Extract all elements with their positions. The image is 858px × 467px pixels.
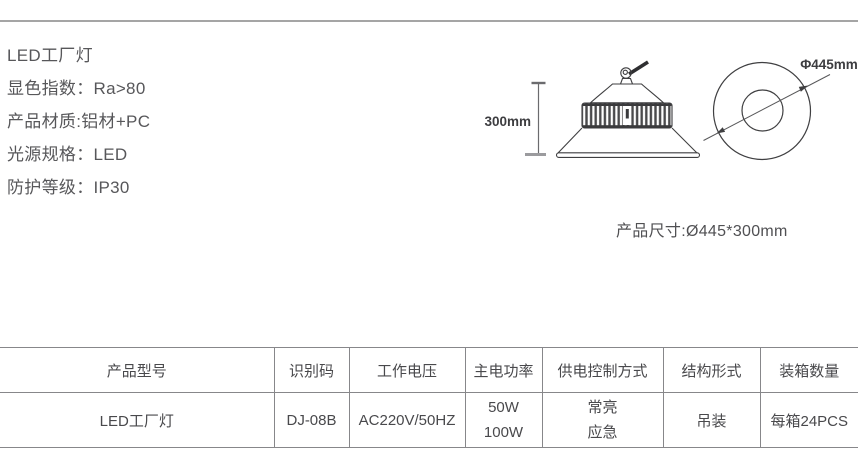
cell-packing: 每箱24PCS — [759, 392, 858, 448]
header-power: 主电功率 — [464, 347, 542, 393]
height-dimension: 300mm — [484, 81, 546, 156]
spec-table: 产品型号 识别码 工作电压 主电功率 供电控制方式 结构形式 装箱数量 LED工… — [0, 347, 858, 448]
lamp-top-view — [712, 61, 812, 161]
spec-item-cri: 显色指数：Ra>80 — [7, 79, 146, 98]
lamp-side-view — [555, 60, 701, 158]
header-packing: 装箱数量 — [759, 347, 858, 393]
cell-control: 常亮 应急 — [541, 392, 663, 448]
table-header-row: 产品型号 识别码 工作电压 主电功率 供电控制方式 结构形式 装箱数量 — [0, 347, 858, 393]
spec-item-light-source: 光源规格：LED — [7, 145, 128, 164]
diameter-dimension: Φ445mm — [703, 57, 858, 141]
cell-voltage: AC220V/50HZ — [348, 392, 465, 448]
table-row: LED工厂灯 DJ-08B AC220V/50HZ 50W 100W 常亮 应急… — [0, 392, 858, 448]
header-control: 供电控制方式 — [541, 347, 663, 393]
technical-drawing: 300mm Φ445mm — [484, 57, 858, 161]
cell-power-line2: 100W — [483, 424, 524, 441]
top-divider — [0, 20, 858, 22]
lamp-shade — [555, 127, 701, 158]
cell-control-line2: 应急 — [587, 424, 618, 441]
spec-item-ip-rating: 防护等级：IP30 — [7, 178, 130, 197]
spec-item-material: 产品材质:铝材+PC — [7, 112, 151, 131]
header-voltage: 工作电压 — [348, 347, 465, 393]
hook-icon — [619, 60, 649, 85]
spec-table-container: 产品型号 识别码 工作电压 主电功率 供电控制方式 结构形式 装箱数量 LED工… — [0, 347, 858, 448]
product-size-caption: 产品尺寸:Ø445*300mm — [616, 223, 788, 240]
product-title: LED工厂灯 — [7, 46, 93, 65]
cell-power-line1: 50W — [488, 399, 519, 416]
cell-structure: 吊装 — [662, 392, 760, 448]
diameter-dimension-label: Φ445mm — [800, 57, 858, 72]
cell-power: 50W 100W — [464, 392, 542, 448]
header-code: 识别码 — [273, 347, 349, 393]
height-dimension-label: 300mm — [484, 114, 531, 129]
cell-code: DJ-08B — [273, 392, 349, 448]
cell-model: LED工厂灯 — [99, 412, 174, 430]
header-structure: 结构形式 — [662, 347, 760, 393]
lamp-dome — [589, 83, 665, 104]
lamp-heatsink — [581, 102, 673, 129]
header-model: 产品型号 — [106, 362, 167, 380]
spec-list: LED工厂灯 显色指数：Ra>80 产品材质:铝材+PC 光源规格：LED 防护… — [7, 39, 150, 204]
cell-control-line1: 常亮 — [587, 399, 618, 416]
